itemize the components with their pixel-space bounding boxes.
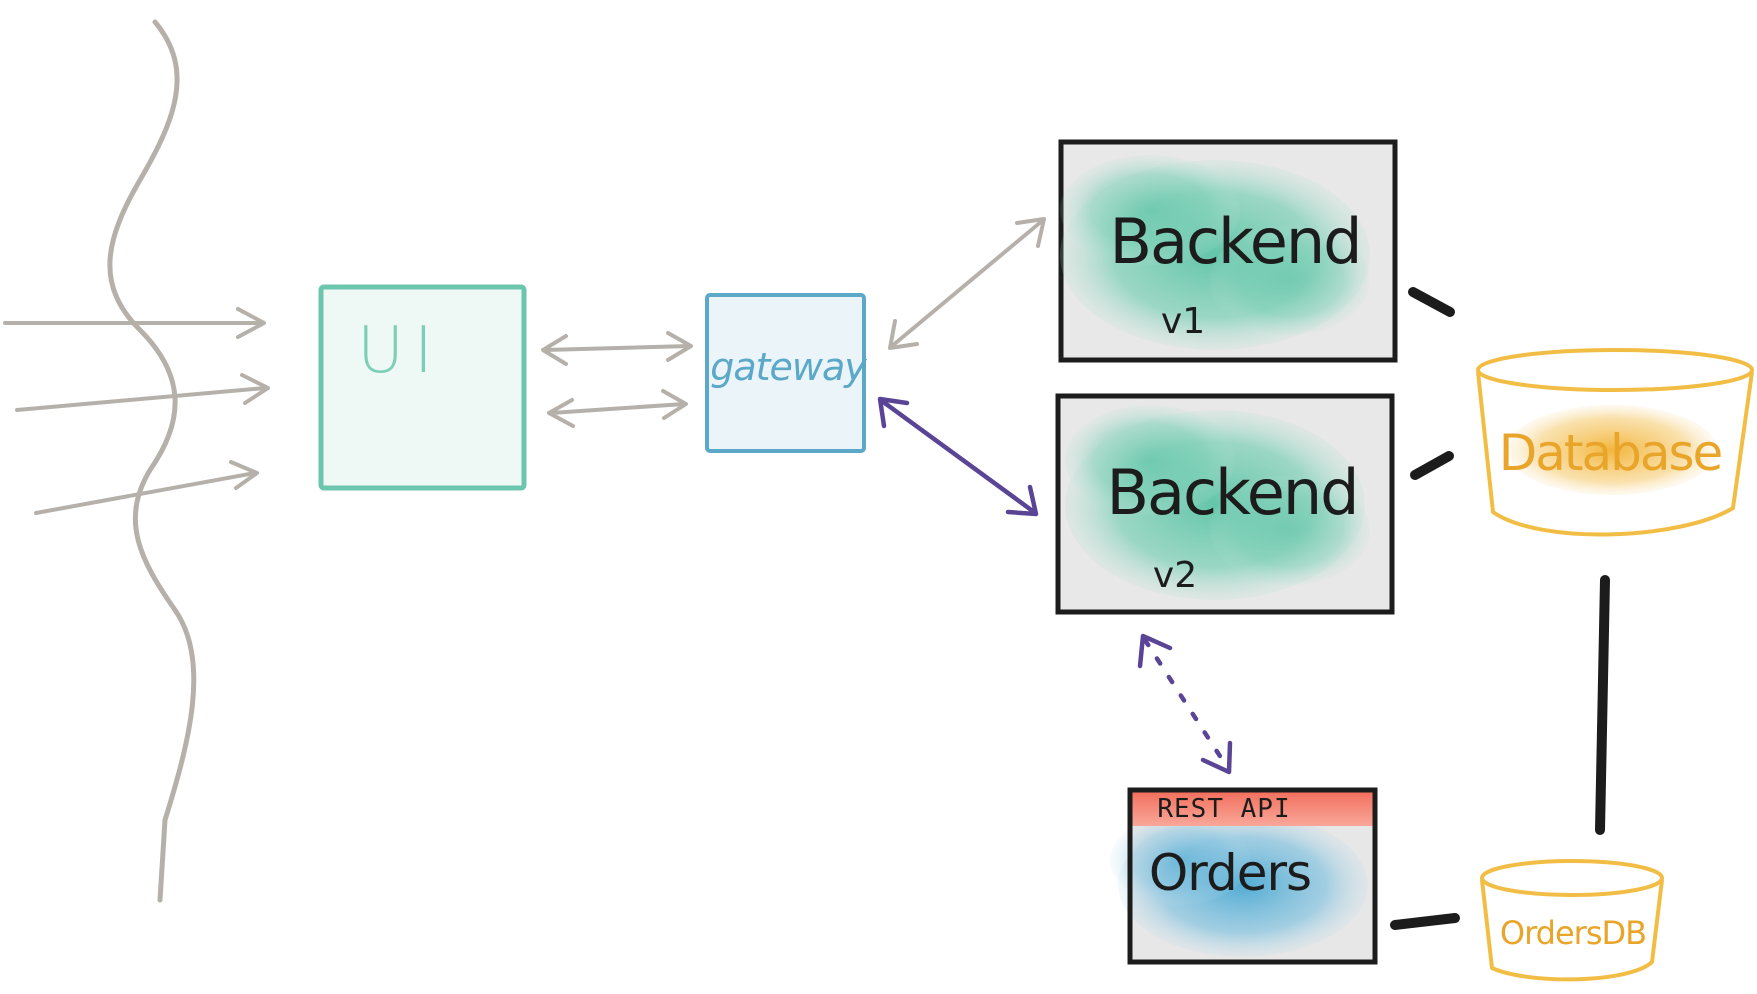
orders-ordersdb-connector — [1390, 913, 1460, 930]
incoming-arrow-2 — [15, 373, 270, 412]
ui-label: UI — [357, 314, 443, 388]
backend-v1-version: v1 — [1161, 301, 1205, 342]
gateway-backend-v1-arrow — [888, 217, 1046, 350]
ui-gateway-arrow-bottom — [547, 389, 688, 428]
ordersdb-cylinder-body — [1480, 879, 1664, 982]
backend-v2-version: v2 — [1153, 555, 1197, 596]
orders-box — [1127, 787, 1378, 965]
backend-v2-node: Backend v2 — [1055, 393, 1395, 615]
database-ordersdb-connector — [1595, 575, 1610, 835]
ui-box — [318, 284, 527, 491]
gateway-box — [705, 293, 866, 453]
backend-v2-orders-arrow — [1137, 633, 1233, 775]
incoming-arrow-3 — [34, 460, 259, 515]
orders-rest-label: REST API — [1157, 794, 1290, 824]
orders-label: Orders — [1149, 844, 1311, 902]
backend-v1-node: Backend v1 — [1058, 139, 1398, 363]
database-cylinder-top — [1476, 348, 1754, 392]
database-label: Database — [1499, 424, 1722, 482]
backend-database-connectors — [1408, 287, 1455, 480]
backend-v1-label: Backend — [1109, 205, 1360, 278]
incoming-arrows — [3, 307, 270, 515]
database-node: Database — [1476, 348, 1754, 537]
ordersdb-node: OrdersDB — [1480, 859, 1664, 982]
gateway-node: gateway — [705, 293, 868, 453]
backend-v2-database-connector — [1410, 451, 1454, 480]
ordersdb-label: OrdersDB — [1500, 914, 1646, 952]
backend-v2-label: Backend — [1106, 456, 1357, 529]
wavy-boundary-line — [107, 19, 197, 903]
backend-v1-database-connector — [1408, 287, 1455, 317]
incoming-arrow-1 — [3, 307, 266, 339]
ui-node: UI — [318, 284, 527, 491]
ordersdb-cylinder-top — [1480, 859, 1664, 897]
orders-rest-header — [1130, 790, 1375, 826]
ui-gateway-arrow-top — [541, 331, 693, 366]
ui-gateway-arrows — [541, 331, 693, 428]
database-blob — [1507, 405, 1717, 495]
database-cylinder-body — [1476, 371, 1754, 537]
orders-node: REST API Orders — [1110, 787, 1378, 965]
gateway-label: gateway — [710, 345, 867, 389]
gateway-backend-v2-arrow — [877, 396, 1039, 517]
